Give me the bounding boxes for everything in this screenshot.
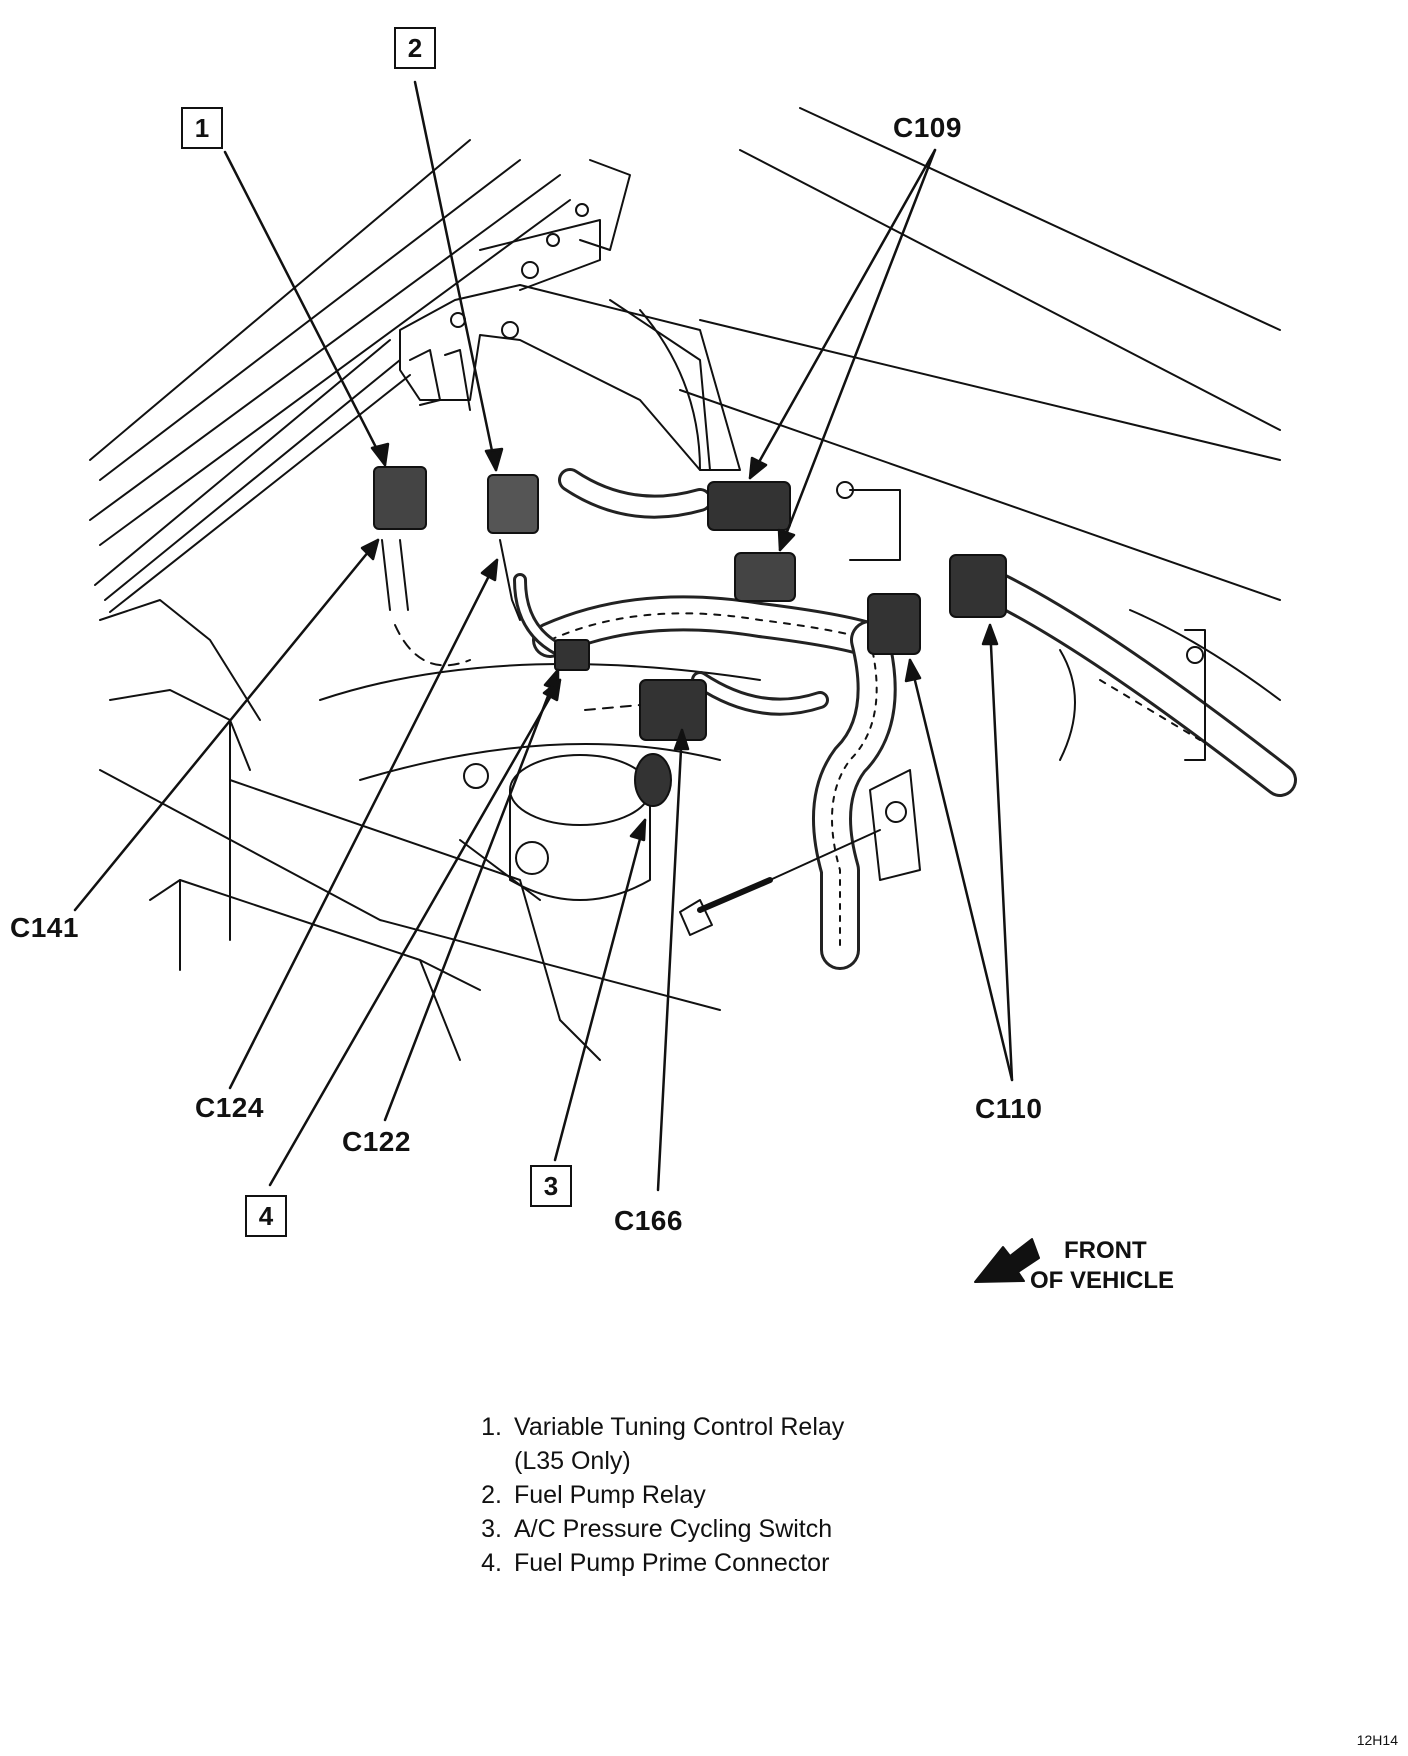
label-c141: C141 (10, 912, 79, 943)
front-of-vehicle-label: FRONT OF VEHICLE (1030, 1236, 1174, 1296)
callout-box-1: 1 (181, 107, 223, 149)
legend-item-1: 1. Variable Tuning Control Relay (466, 1410, 844, 1444)
legend-num: 3. (481, 1515, 502, 1543)
legend-item-1-sub: (L35 Only) (514, 1447, 631, 1475)
legend-text: Fuel Pump Prime Connector (514, 1549, 830, 1577)
label-c110: C110 (975, 1093, 1043, 1124)
leader-lines (73, 80, 1014, 1192)
label-c166: C166 (614, 1205, 683, 1236)
front-line-2: OF VEHICLE (1030, 1267, 1175, 1294)
legend: 1. Variable Tuning Control Relay (L35 On… (466, 1410, 844, 1580)
label-c109: C109 (893, 112, 962, 143)
legend-text: Variable Tuning Control Relay (514, 1413, 845, 1441)
legend-item-3: 3. A/C Pressure Cycling Switch (466, 1512, 844, 1546)
front-line-1: FRONT (1064, 1237, 1147, 1264)
label-c122: C122 (342, 1126, 411, 1157)
connector-c109 (707, 481, 796, 602)
legend-text: A/C Pressure Cycling Switch (514, 1515, 833, 1543)
callout-box-3: 3 (530, 1165, 572, 1207)
connector-c122 (554, 639, 590, 671)
frame-lines (99, 599, 761, 1061)
relay-bracket (399, 159, 741, 471)
hood-lines (89, 139, 571, 613)
legend-text: Fuel Pump Relay (514, 1481, 706, 1509)
legend-num: 1. (481, 1413, 502, 1441)
callout-box-4: 4 (245, 1195, 287, 1237)
legend-num: 4. (481, 1549, 502, 1577)
label-c124: C124 (195, 1092, 264, 1123)
legend-num: 2. (481, 1481, 502, 1509)
callout-box-2: 2 (394, 27, 436, 69)
accumulator (463, 753, 672, 901)
connector-c110 (867, 554, 1007, 655)
wiring-harness (513, 468, 1297, 970)
front-arrow-icon (974, 1238, 1040, 1283)
legend-item-4: 4. Fuel Pump Prime Connector (466, 1546, 844, 1580)
connector-c124 (487, 474, 539, 621)
legend-item-2: 2. Fuel Pump Relay (466, 1478, 844, 1512)
connector-c166 (584, 679, 707, 741)
figure-id: 12H14 (1356, 1732, 1398, 1748)
connector-c141 (373, 466, 471, 667)
harness-clip (679, 481, 1206, 936)
